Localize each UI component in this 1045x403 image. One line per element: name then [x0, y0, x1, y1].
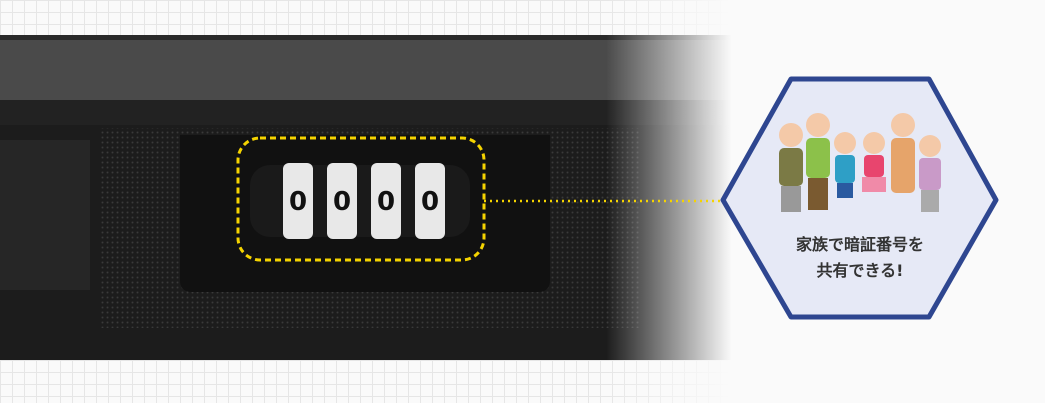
lock-dial[interactable] [371, 163, 401, 239]
lock-dial[interactable] [415, 163, 445, 239]
caption-line-1: 家族で暗証番号を [795, 235, 924, 254]
callout-caption: 家族で暗証番号を 共有できる! [740, 232, 980, 284]
lock-dial-digit: 0 [333, 187, 351, 217]
lock-dial-digit: 0 [289, 187, 307, 217]
lock-dial-digit: 0 [377, 187, 395, 217]
lock-highlight-box [236, 136, 486, 262]
lock-dial[interactable] [327, 163, 357, 239]
family-illustration [779, 113, 941, 212]
caption-line-2: 共有できる! [816, 261, 904, 280]
lock-dial-digit: 0 [421, 187, 439, 217]
lock-dial[interactable] [283, 163, 313, 239]
